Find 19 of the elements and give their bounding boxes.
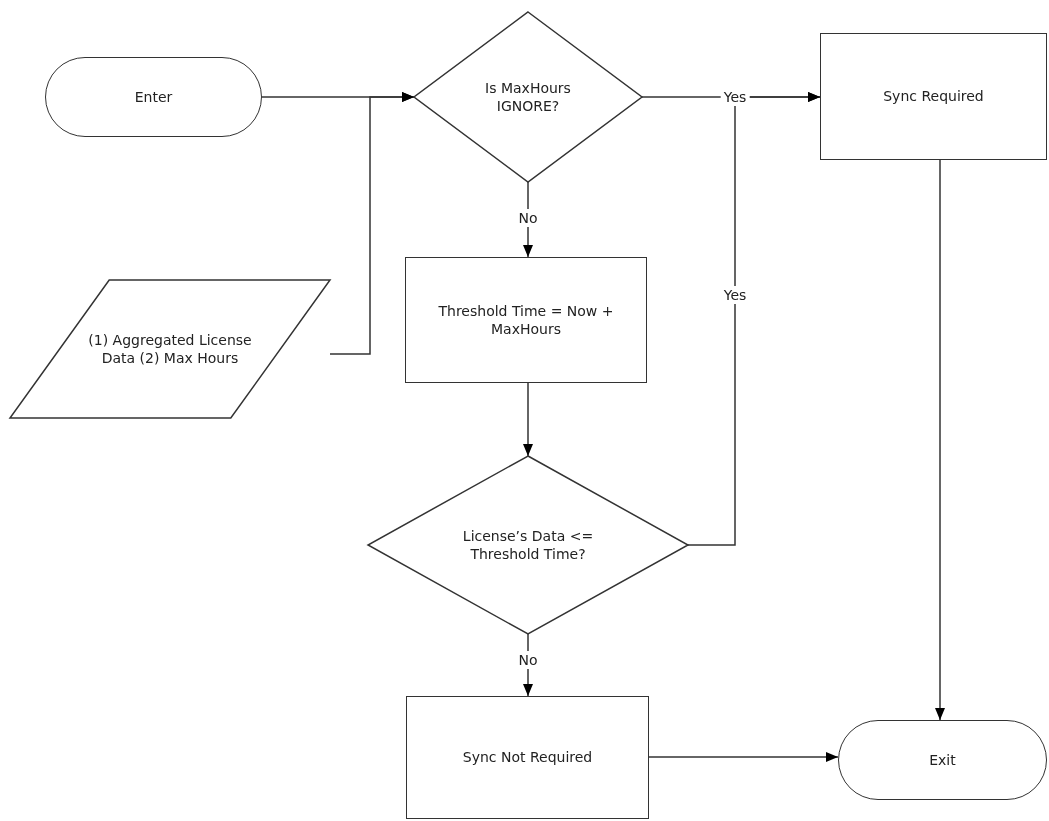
decision-diamond [414, 12, 642, 182]
node-label: Sync Not Required [462, 748, 593, 767]
node-label: Enter [134, 87, 173, 107]
process-box [406, 696, 649, 819]
node-label: Sync Required [883, 87, 984, 106]
arrow [523, 382, 533, 457]
node-label: Exit [929, 750, 956, 770]
node-label: License’s Data <= Threshold Time? [461, 526, 595, 564]
arrow [329, 92, 415, 355]
node-label: Is MaxHours IGNORE? [484, 78, 572, 116]
node-label: (1) Aggregated License Data (2) Max Hours [87, 330, 253, 368]
arrow [935, 159, 945, 721]
process-box [405, 257, 647, 383]
decision-diamond [368, 456, 688, 634]
arrow [648, 752, 839, 762]
arrow [687, 92, 821, 546]
node-label: Threshold Time = Now + MaxHours [437, 301, 615, 339]
input-parallelogram [10, 280, 330, 418]
process-box [820, 33, 1047, 160]
